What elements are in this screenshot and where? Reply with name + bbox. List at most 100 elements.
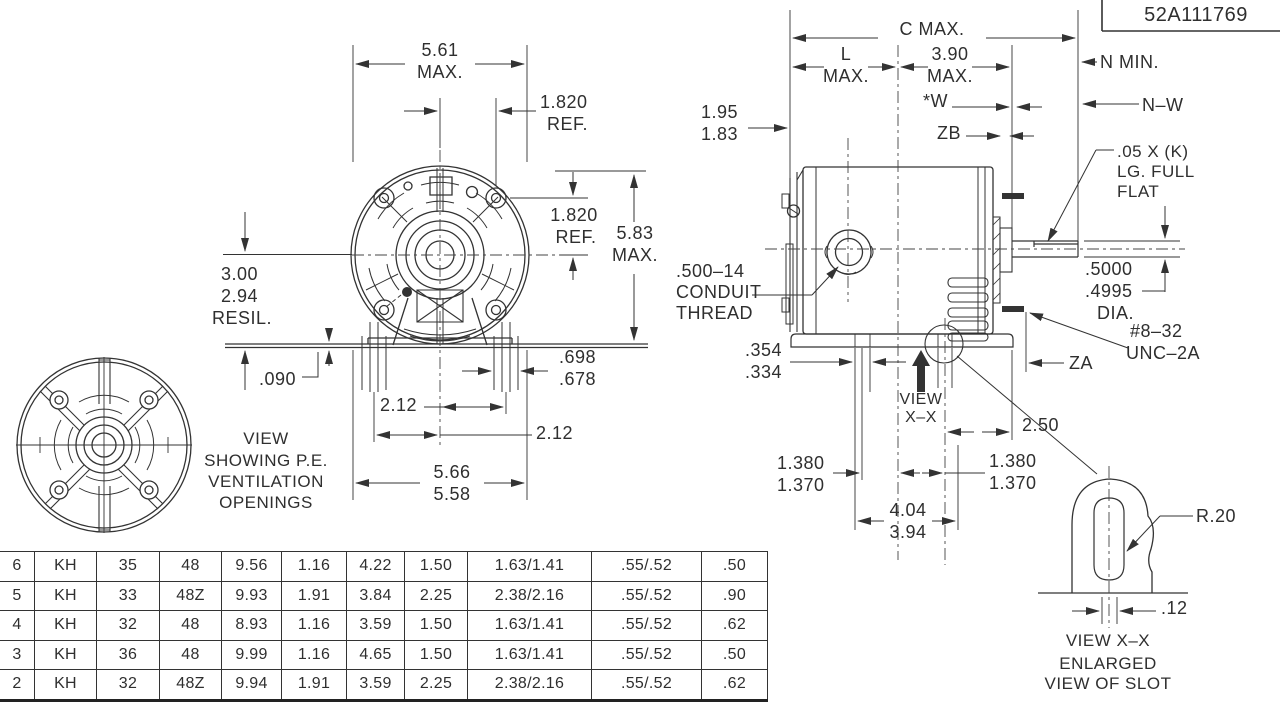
table-cell: 1.16 xyxy=(281,639,347,670)
view-xx-label-line2: X–X xyxy=(905,409,937,426)
dim-1380-left: 1.380 xyxy=(777,453,825,473)
table-cell: 3 xyxy=(0,639,35,670)
dim-1370-right: 1.370 xyxy=(989,473,1037,493)
table-cell: .62 xyxy=(701,610,768,641)
flat-note-line3: FLAT xyxy=(1117,182,1160,201)
table-cell: 4.65 xyxy=(346,639,405,670)
conduit-note-line2: CONDUIT xyxy=(676,282,762,302)
dim-1820-top-ref: REF. xyxy=(547,114,589,134)
dim-212-upper: 2.12 xyxy=(380,395,418,415)
view-xx-arrow xyxy=(912,350,930,392)
dim-12: .12 xyxy=(1161,598,1188,618)
table-cell: 9.94 xyxy=(221,669,282,701)
table-cell: .50 xyxy=(701,551,768,582)
side-view-drawing xyxy=(781,166,1079,364)
table-cell: KH xyxy=(34,580,97,611)
dim-1380-right: 1.380 xyxy=(989,451,1037,471)
table-cell: .55/.52 xyxy=(591,610,702,641)
table-cell: 3.59 xyxy=(346,610,405,641)
dim-566: 5.66 xyxy=(433,462,471,482)
dim-resil: RESIL. xyxy=(212,308,273,328)
dim-n-min: N MIN. xyxy=(1100,52,1159,72)
dim-558: 5.58 xyxy=(433,484,471,504)
table-cell: 48 xyxy=(159,610,222,641)
centerlines xyxy=(352,45,1185,628)
view-xx-label-line1: VIEW xyxy=(899,391,943,408)
dim-698: .698 xyxy=(559,347,597,367)
table-cell: 1.50 xyxy=(404,551,468,582)
table-cell: 4.22 xyxy=(346,551,405,582)
table-cell: 48Z xyxy=(159,669,222,701)
dim-404: 4.04 xyxy=(889,500,927,520)
dim-1820-side-ref: REF. xyxy=(555,227,597,247)
dim-390-value: 3.90 xyxy=(931,44,969,64)
dim-354: .354 xyxy=(745,340,783,360)
shaft-dia-line3: DIA. xyxy=(1097,303,1135,323)
table-cell: .90 xyxy=(701,580,768,611)
table-cell: 9.99 xyxy=(221,639,282,670)
stud-note-line2: UNC–2A xyxy=(1126,343,1201,363)
table-cell: 1.16 xyxy=(281,610,347,641)
dimension-lines xyxy=(241,34,1193,615)
front-caption-line2: SHOWING P.E. xyxy=(204,451,328,470)
table-cell: 32 xyxy=(96,669,160,701)
dim-090: .090 xyxy=(259,369,297,389)
dim-195: 1.95 xyxy=(701,102,739,122)
table-cell: 1.63/1.41 xyxy=(467,639,592,670)
table-cell: .62 xyxy=(701,669,768,701)
table-cell: 36 xyxy=(96,639,160,670)
conduit-note-line3: THREAD xyxy=(676,303,754,323)
table-cell: .55/.52 xyxy=(591,639,702,670)
table-cell: 1.63/1.41 xyxy=(467,551,592,582)
dim-1820-side-value: 1.820 xyxy=(550,205,598,225)
table-cell: 3.84 xyxy=(346,580,405,611)
dim-zb: ZB xyxy=(937,123,962,143)
table-cell: 2.25 xyxy=(404,580,468,611)
dim-r20: R.20 xyxy=(1196,506,1237,526)
front-caption-line3: VENTILATION xyxy=(208,472,324,491)
table-cell: 48 xyxy=(159,639,222,670)
table-cell: 9.93 xyxy=(221,580,282,611)
table-cell: KH xyxy=(34,551,97,582)
dim-300: 3.00 xyxy=(221,264,259,284)
table-cell: 48 xyxy=(159,551,222,582)
table-cell: 6 xyxy=(0,551,35,582)
dim-1820-top-value: 1.820 xyxy=(540,92,588,112)
table-cell: 48Z xyxy=(159,580,222,611)
slot-view-drawing xyxy=(1038,478,1188,594)
table-cell: .55/.52 xyxy=(591,551,702,582)
dim-394: 3.94 xyxy=(889,522,927,542)
table-cell: 1.50 xyxy=(404,610,468,641)
table-cell: .55/.52 xyxy=(591,669,702,701)
shaft-dia-line1: .5000 xyxy=(1085,259,1133,279)
table-cell: 2 xyxy=(0,669,35,701)
dim-390-max: MAX. xyxy=(926,66,974,86)
dim-212-lower: 2.12 xyxy=(536,423,574,443)
stud-note-line1: #8–32 xyxy=(1130,321,1183,341)
table-cell: 2.25 xyxy=(404,669,468,701)
dim-w: *W xyxy=(923,91,948,111)
dim-250: 2.50 xyxy=(1022,415,1060,435)
part-number: 52A111769 xyxy=(1144,4,1248,26)
table-cell: KH xyxy=(34,639,97,670)
table-cell: KH xyxy=(34,669,97,701)
slot-caption-line1: VIEW X–X xyxy=(1065,631,1151,650)
table-cell: 2.38/2.16 xyxy=(467,580,592,611)
table-cell: .50 xyxy=(701,639,768,670)
dim-za: ZA xyxy=(1069,353,1094,373)
dim-l-max: MAX. xyxy=(822,66,870,86)
conduit-note-line1: .500–14 xyxy=(676,261,745,281)
table-cell: 8.93 xyxy=(221,610,282,641)
table-cell: 1.91 xyxy=(281,669,347,701)
dim-1370-left: 1.370 xyxy=(777,475,825,495)
dim-561-value: 5.61 xyxy=(421,40,459,60)
